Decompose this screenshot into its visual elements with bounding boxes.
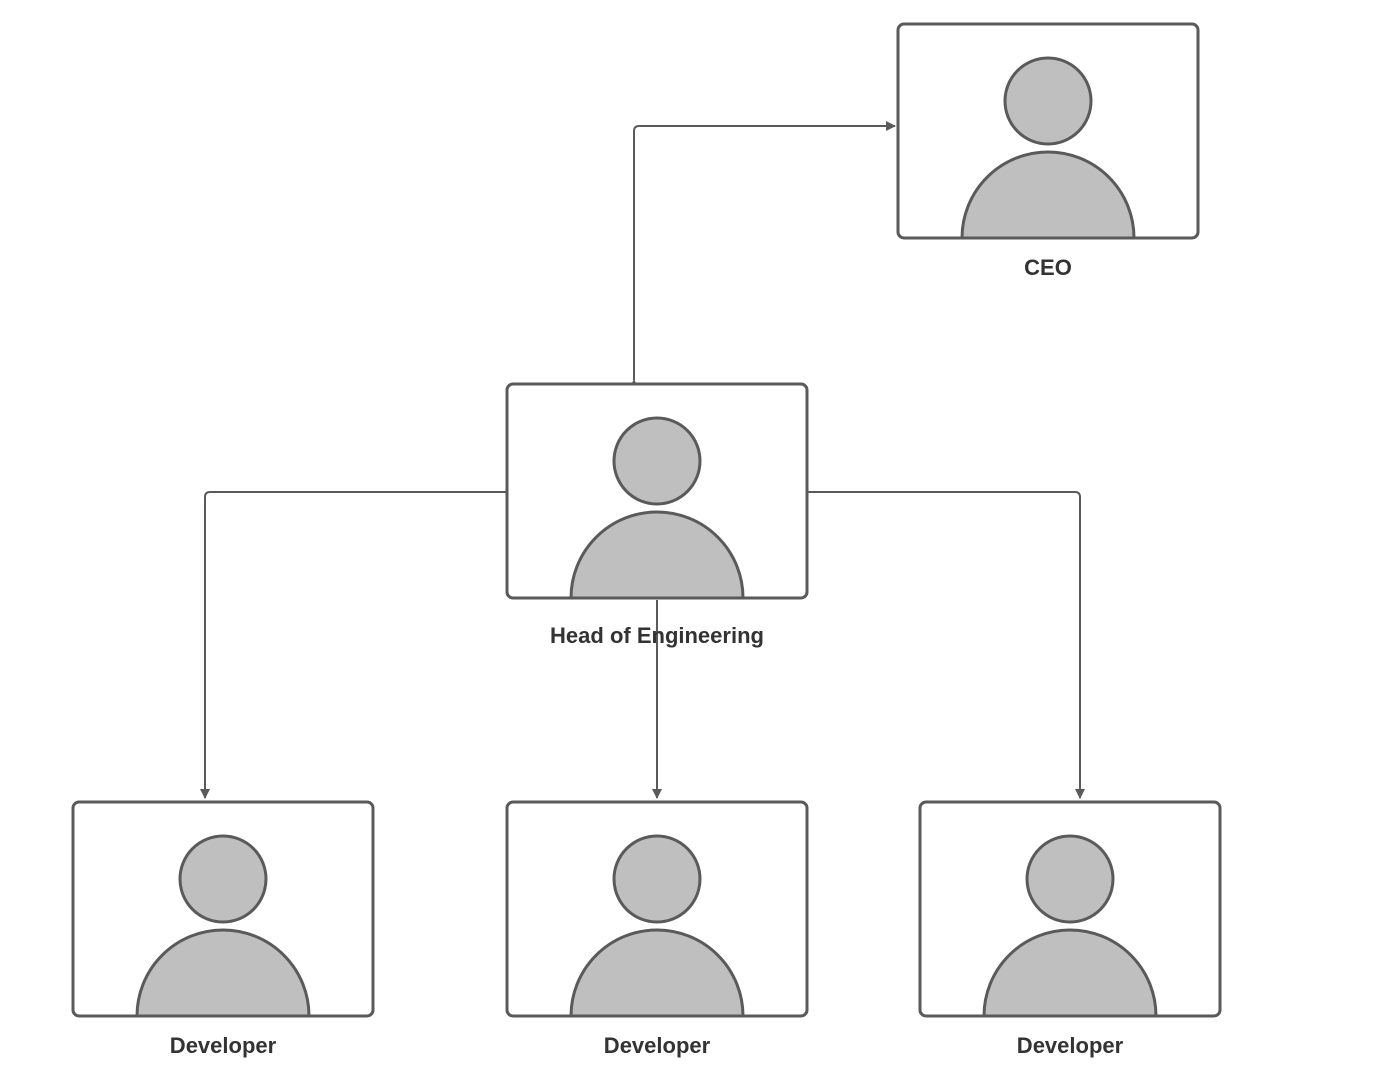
node-label-dev1: Developer: [169, 1033, 277, 1058]
node-ceo[interactable]: [896, 22, 1200, 240]
node-dev2[interactable]: [505, 800, 809, 1018]
node-head-eng[interactable]: [505, 382, 809, 600]
person-icon: [569, 834, 745, 1018]
node-label-head-eng: Head of Engineering: [550, 623, 764, 648]
person-icon: [135, 834, 311, 1018]
connector-head-eng-ceo: [629, 121, 896, 389]
person-icon: [982, 834, 1158, 1018]
person-icon: [569, 416, 745, 600]
connector-head-eng-dev1: [200, 491, 507, 799]
person-icon: [960, 56, 1136, 240]
node-label-ceo: CEO: [1024, 255, 1072, 280]
connector-head-eng-dev3: [807, 491, 1085, 799]
node-label-dev2: Developer: [603, 1033, 711, 1058]
node-label-dev3: Developer: [1016, 1033, 1124, 1058]
node-dev3[interactable]: [918, 800, 1222, 1018]
node-dev1[interactable]: [71, 800, 375, 1018]
